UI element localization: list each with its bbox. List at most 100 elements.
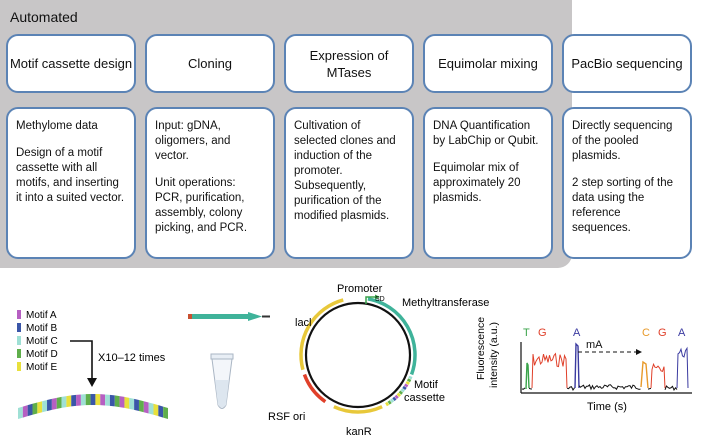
base-label-ma: mA	[586, 339, 603, 351]
cassette-segment	[134, 398, 139, 412]
step-cloning: Cloning	[145, 34, 275, 93]
motif-cassette-segment	[387, 400, 392, 405]
repeat-arrow-head	[87, 378, 97, 387]
desc-paragraph: 2 step sorting of the data using the ref…	[572, 177, 674, 234]
trace-line	[650, 362, 666, 389]
desc-paragraph: Cultivation of selected clones and induc…	[294, 120, 396, 222]
desc-paragraph: Input: gDNA, oligomers, and vector.	[155, 120, 231, 162]
cassette-segment	[124, 396, 130, 409]
automated-label: Automated	[10, 9, 78, 25]
kanr-arc	[333, 405, 383, 414]
rsf-ori-arc	[302, 373, 327, 404]
trace-ylabel-2: intensity (a.u.)	[488, 322, 500, 388]
cassette-segment	[76, 394, 81, 406]
promoter-label: Promoter	[337, 283, 383, 295]
desc-paragraph: Equimolar mix of approximately 20 plasmi…	[433, 162, 521, 204]
cassette-segment	[66, 395, 72, 408]
motif-cassette-segment	[394, 394, 399, 400]
fluorescence-trace: Fluorescence intensity (a.u.) Time (s) T…	[475, 317, 692, 413]
desc-pacbio-sequencing: Directly sequencing of the pooled plasmi…	[562, 107, 692, 259]
lacl-label: lacl	[295, 317, 312, 329]
step-title: Expression of MTases	[309, 47, 389, 80]
cassette-segment	[153, 403, 159, 417]
legend-label-d: Motif D	[26, 349, 58, 360]
methyltransferase-label: Methyltransferase	[402, 297, 489, 309]
base-label-g2: G	[658, 327, 667, 339]
cassette-segment	[148, 402, 154, 415]
base-label-a2: A	[678, 327, 686, 339]
step-title: Equimolar mixing	[438, 56, 538, 71]
legend-swatch-a	[17, 310, 21, 319]
motif-cassette-segment	[406, 378, 412, 383]
motif-cassette-segment	[408, 375, 413, 380]
trace-line	[528, 387, 533, 390]
cassette-segment	[85, 394, 91, 406]
motif-cassette-label-2: cassette	[404, 392, 445, 404]
desc-cloning: Input: gDNA, oligomers, and vector. Unit…	[145, 107, 275, 259]
step-title: PacBio sequencing	[571, 56, 683, 71]
trace-line	[640, 360, 649, 389]
motif-cassette-label-1: Motif	[414, 379, 439, 391]
trace-line	[574, 342, 580, 389]
lacl-arc	[299, 298, 344, 371]
trace-line	[578, 384, 641, 391]
motif-legend: Motif A Motif B Motif C Motif D Motif E	[17, 310, 58, 373]
rsf-ori-label: RSF ori	[268, 411, 305, 423]
trace-line	[531, 352, 568, 389]
bottom-illustrations: Motif A Motif B Motif C Motif D Motif E …	[17, 283, 692, 438]
trace-lines	[521, 342, 689, 391]
cassette-segment	[32, 402, 38, 415]
tube-icon	[210, 353, 234, 409]
motif-cassette-segment	[400, 388, 405, 393]
motif-cassette-segment	[385, 401, 390, 407]
methyltransferase-arc	[367, 297, 417, 376]
desc-paragraph: Methylome data	[16, 120, 98, 132]
repeat-arrow	[70, 340, 93, 380]
kanr-label: kanR	[346, 426, 372, 438]
plasmid-backbone	[304, 301, 412, 409]
cassette-segment	[90, 394, 96, 406]
desc-expression-of-mtases: Cultivation of selected clones and induc…	[284, 107, 414, 259]
cassette-segment	[27, 403, 33, 417]
cassette-segment	[51, 397, 57, 410]
trace-line	[566, 386, 575, 391]
motif-cassette-bar	[18, 394, 168, 419]
cassette-segment	[18, 406, 23, 419]
step-motif-cassette-design: Motif cassette design	[6, 34, 136, 93]
trace-line	[676, 346, 689, 389]
plasmid-diagram: Promoter SD Methyltransferase lacl Motif…	[268, 283, 489, 438]
pipette-icon	[188, 312, 270, 321]
step-title: Cloning	[187, 56, 233, 71]
base-label-g: G	[538, 327, 547, 339]
cassette-segment	[80, 394, 86, 406]
base-label-t: T	[523, 327, 530, 339]
cassette-segment	[95, 394, 101, 406]
cassette-segment	[163, 406, 168, 419]
cassette-segment	[143, 401, 149, 414]
sd-label: SD	[375, 296, 385, 303]
trace-line	[521, 387, 526, 390]
cassette-segment	[47, 398, 52, 412]
trace-line	[664, 385, 678, 391]
cassette-segment	[119, 396, 125, 408]
motif-cassette-segment	[405, 380, 410, 385]
desc-paragraph: Design of a motif cassette with all moti…	[16, 147, 125, 204]
desc-paragraph: Unit operations: PCR, purification, asse…	[155, 177, 248, 234]
base-label-a: A	[573, 327, 581, 339]
legend-label-b: Motif B	[26, 323, 57, 334]
motif-cassette-segment	[392, 396, 397, 402]
legend-swatch-e	[17, 362, 21, 371]
step-pacbio-sequencing: PacBio sequencing	[562, 34, 692, 93]
legend-swatch-c	[17, 336, 21, 345]
motif-cassette-segment	[404, 383, 409, 388]
cassette-segment	[109, 394, 115, 407]
cassette-segment	[105, 394, 110, 406]
motif-cassette-segment	[402, 385, 407, 391]
step-title: Motif cassette design	[9, 56, 133, 71]
legend-label-a: Motif A	[26, 310, 57, 321]
cassette-segment	[114, 395, 120, 408]
motif-cassette-segment	[398, 390, 404, 395]
legend-swatch-b	[17, 323, 21, 332]
trace-line	[647, 387, 652, 390]
legend-label-e: Motif E	[26, 362, 57, 373]
